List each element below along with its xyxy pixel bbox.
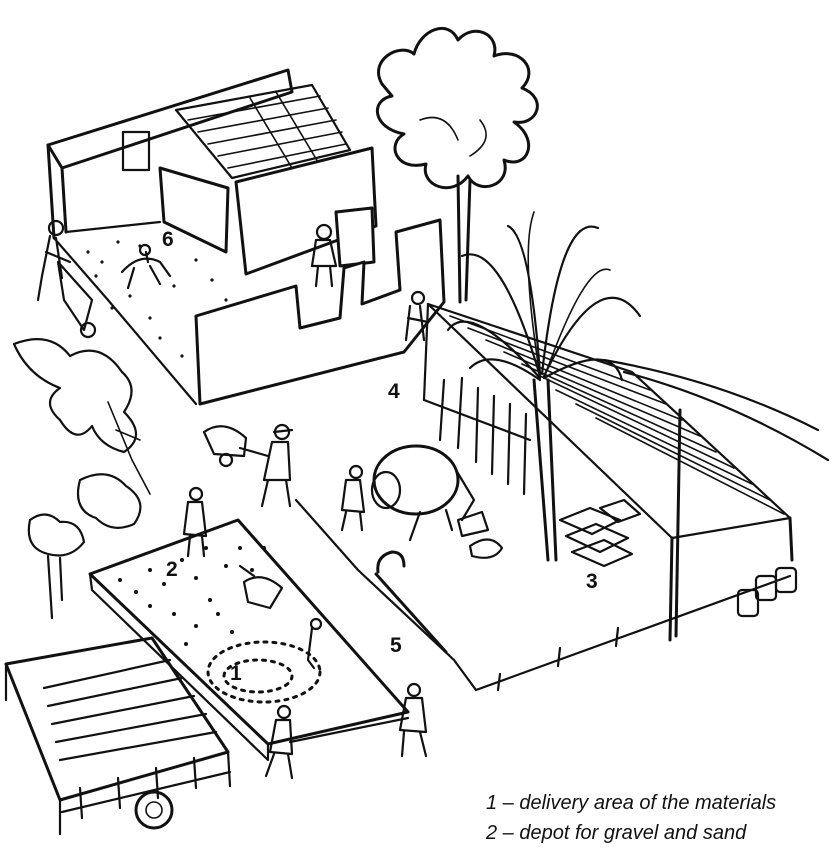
marker-2: 2 [166, 558, 178, 581]
marker-4: 4 [388, 380, 400, 403]
wheel-icon [136, 792, 172, 828]
truck-icon [6, 638, 230, 834]
hose [376, 552, 446, 652]
legend: 1 – delivery area of the materials 2 – d… [486, 788, 776, 848]
workers-carrying [266, 684, 426, 778]
marker-5: 5 [390, 634, 402, 657]
marker-3: 3 [586, 570, 598, 593]
delivery-platform [90, 488, 426, 778]
path-edge [296, 500, 476, 690]
worker-crouching [122, 252, 170, 288]
shovel-icon [308, 628, 314, 668]
marker-1: 1 [230, 662, 242, 685]
worker-platform-top [184, 488, 206, 556]
concrete-mixer [372, 446, 502, 558]
building-under-construction [38, 70, 444, 404]
bush-icon [14, 339, 150, 618]
marker-6: 6 [162, 228, 174, 251]
palm-tree-icon [448, 212, 640, 560]
brick-pile [560, 500, 640, 566]
worker-pushing-wheelbarrow [204, 425, 292, 506]
storage-shed [424, 304, 828, 690]
legend-item-2: 2 – depot for gravel and sand [486, 818, 776, 848]
legend-item-1: 1 – delivery area of the materials [486, 788, 776, 818]
worker-shoveling [240, 566, 282, 608]
worker-mixer [342, 466, 364, 530]
worker-with-wheelbarrow [38, 221, 95, 337]
